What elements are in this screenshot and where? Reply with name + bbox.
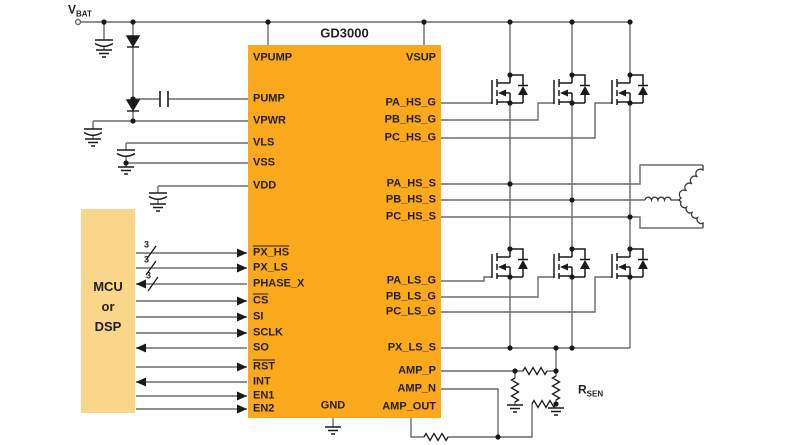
mosfet-phase-b-high-side [553,71,591,107]
mosfet-phase-c-high-side [611,71,649,107]
pin-pc-hs-g: PC_HS_G [384,131,436,144]
pin-px-ls-s: PX_LS_S [387,341,436,354]
mcu-line3: DSP [94,319,122,334]
mcu-line1: MCU [93,279,123,294]
wire-net [80,21,703,438]
diode-d2 [126,99,140,112]
bus-width-slashes [145,245,159,292]
pin-en1: EN1 [253,389,275,402]
junction-dots [101,19,633,440]
ground-symbol [84,138,102,147]
pin-vdd: VDD [253,179,277,192]
vpwr-capacitor [83,128,103,137]
bus-width-px-hs: 3 [144,239,150,250]
diode-d1 [126,35,140,48]
ground-symbol [149,203,167,212]
ground-symbol [547,407,565,416]
amp-p-filter-resistor [510,377,520,403]
pin-si: SI [253,310,264,323]
amp-p-resistor [522,366,548,376]
pin-en2: EN2 [253,402,275,415]
pin-pb-ls-g: PB_LS_G [385,290,436,303]
ground-symbol [324,426,342,435]
pin-pb-hs-s: PB_HS_S [385,193,436,206]
pin-pump: PUMP [253,92,285,105]
mcu-dsp-block [81,209,135,413]
pin-phase-x: PHASE_X [253,277,305,290]
vbat-terminal [74,18,82,26]
pin-amp-out: AMP_OUT [382,400,436,413]
ground-symbol [117,166,135,175]
ground-symbol [95,49,113,58]
amp-n-resistor [531,399,557,409]
vbat-sub: BAT [76,9,92,19]
rsen-resistor [551,375,561,401]
vbat-main: V [68,2,77,17]
pin-pc-hs-s: PC_HS_S [385,210,436,223]
bus-width-px-ls: 3 [144,254,150,265]
rsen-label: RSEN [578,384,603,399]
vbat-capacitor [94,39,114,48]
pin-pa-hs-g: PA_HS_G [385,96,436,109]
rsen-sub: SEN [586,389,604,399]
pin-amp-p: AMP_P [398,364,436,377]
pin-vsup: VSUP [406,51,436,64]
vdd-capacitor [148,192,168,201]
pin-vls: VLS [253,136,275,149]
pin-vpwr: VPWR [253,114,286,127]
mosfet-phase-b-low-side [553,245,591,281]
mosfet-phase-a-high-side [491,71,529,107]
pin-sclk: SCLK [253,326,283,339]
pin-pc-ls-g: PC_LS_G [385,305,436,318]
amp-out-feedback-resistor [423,432,449,442]
pin-int: INT [253,375,271,388]
motor-coil [644,165,704,228]
vbat-label: VBAT [68,4,92,19]
pin-so: SO [253,341,269,354]
pin-pb-hs-g: PB_HS_G [384,113,436,126]
rsen-main: R [578,382,587,397]
mosfet-phase-a-low-side [491,245,529,281]
vls-capacitor [116,149,136,158]
pin-vpump: VPUMP [253,51,293,64]
mcu-dsp-label: MCU or DSP [81,277,135,337]
pin-cs: CS [253,294,269,307]
mosfet-phase-c-low-side [611,245,649,281]
pin-px-ls: PX_LS [253,261,288,274]
signal-arrows [136,248,247,414]
bus-width-phase-x: 3 [146,270,152,281]
chip-title: GD3000 [320,25,369,41]
gd3000-chip-block [248,45,441,418]
pin-px-hs: PX_HS [253,246,290,259]
mcu-line2: or [101,299,115,314]
pin-pa-hs-s: PA_HS_S [386,177,436,190]
ground-symbol [506,404,524,413]
pump-capacitor [159,91,169,107]
pin-gnd: GND [320,399,346,412]
pin-rst: RST [253,360,275,373]
pin-vss: VSS [253,156,276,169]
pin-pa-ls-g: PA_LS_G [386,274,436,287]
pin-amp-n: AMP_N [397,382,436,395]
